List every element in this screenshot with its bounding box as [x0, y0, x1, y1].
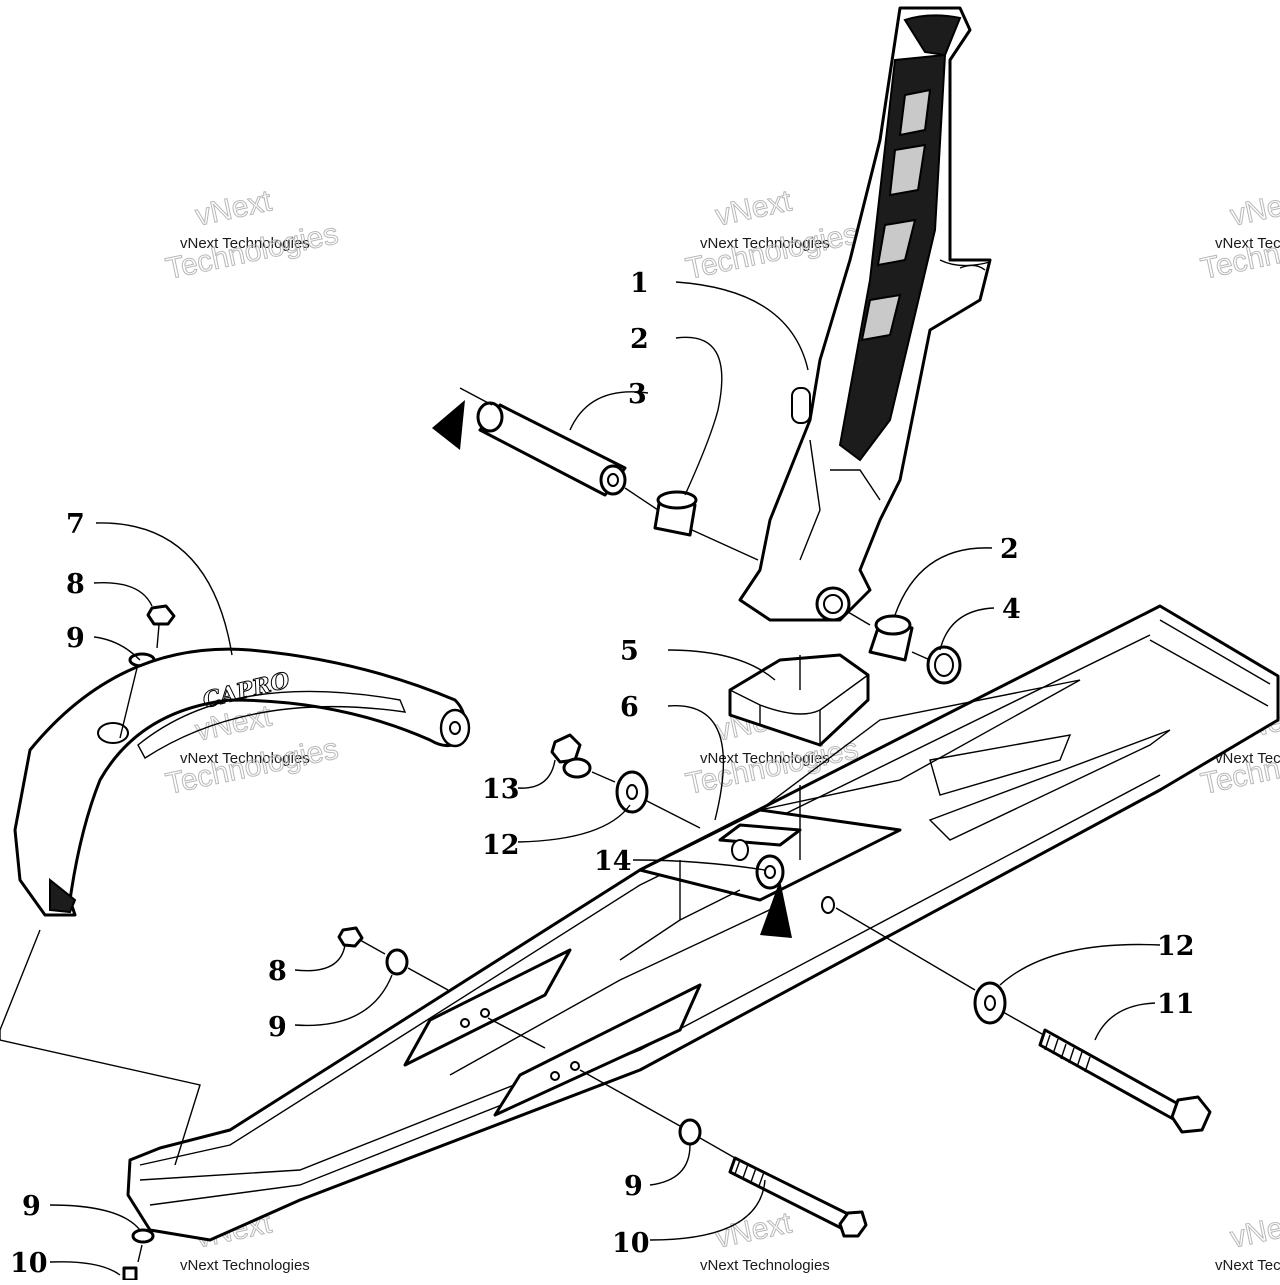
watermark-vnext: vNext: [192, 184, 275, 232]
watermark-text: vNext Technologies: [700, 750, 830, 767]
watermark-vnext: vNext: [712, 1206, 795, 1254]
callout-8-upper: 8: [66, 569, 85, 600]
callout-13: 13: [482, 774, 520, 805]
bolt-10: [728, 1156, 868, 1238]
spacer-washer: [926, 645, 962, 685]
callout-9-mid: 9: [268, 1012, 287, 1043]
callout-12-right: 12: [1157, 931, 1195, 962]
watermark-text: vNext Technologies: [700, 1257, 830, 1274]
watermark-text: vNext Technologies: [1215, 235, 1280, 252]
watermark-text: vNext Technologies: [1215, 1257, 1280, 1274]
bolt-11: [1038, 1028, 1212, 1134]
washer-9-low: [678, 1118, 702, 1146]
callout-3: 3: [628, 379, 647, 410]
callout-2-right: 2: [1000, 534, 1019, 565]
callout-8-lower: 8: [268, 956, 287, 987]
watermark-technologies: Technologies: [163, 732, 341, 801]
pin-10-bottom: [122, 1266, 138, 1282]
washer-9-mid: [385, 948, 409, 976]
callout-12-left: 12: [482, 830, 520, 861]
bushing-left: [653, 490, 698, 537]
watermark-vnext: vNext: [1227, 1206, 1280, 1254]
flange-nut: [550, 733, 592, 779]
callout-1: 1: [630, 268, 649, 299]
watermark-vnext: vNext: [1227, 184, 1280, 232]
watermark-vnext: vNext: [712, 184, 795, 232]
alignment-arrow-lower: [760, 880, 792, 938]
callout-9-bottom: 9: [22, 1191, 41, 1222]
callout-10-bottom: 10: [10, 1248, 48, 1279]
washer-12-lower: [973, 981, 1007, 1025]
washer-14: [755, 854, 785, 890]
callout-11: 11: [1157, 989, 1195, 1020]
callout-6: 6: [620, 692, 639, 723]
watermark-text: vNext Technologies: [180, 750, 310, 767]
watermark-text: vNext Technologies: [700, 235, 830, 252]
alignment-arrow-upper: [432, 400, 465, 450]
washer-12-upper: [615, 770, 649, 814]
callout-9-upper: 9: [66, 623, 85, 654]
axle-sleeve: [476, 401, 627, 497]
watermark-technologies: Technologies: [683, 217, 861, 286]
callout-7: 7: [66, 509, 85, 540]
watermark-text: vNext Technologies: [180, 1257, 310, 1274]
washer-9-bottom: [131, 1228, 155, 1244]
callout-9-low: 9: [624, 1171, 643, 1202]
nut-8-lower: [337, 926, 364, 948]
spindle: [738, 6, 992, 622]
watermark-text: vNext Technologies: [180, 235, 310, 252]
callout-4: 4: [1002, 594, 1021, 625]
nut-8-upper: [146, 604, 176, 626]
watermark-technologies: Technologies: [163, 217, 341, 286]
callouts: 1 2 3 2 4 5 6 7 8 9 13 12 14 12 11 8 9 9…: [10, 268, 1195, 1279]
callout-5: 5: [620, 636, 639, 667]
leader-lines: [0, 281, 1161, 1276]
bushing-right: [868, 614, 914, 662]
watermark-text: vNext Technologies: [1215, 750, 1280, 767]
callout-2-upper: 2: [630, 324, 649, 355]
callout-14: 14: [594, 846, 632, 877]
callout-10: 10: [612, 1228, 650, 1259]
